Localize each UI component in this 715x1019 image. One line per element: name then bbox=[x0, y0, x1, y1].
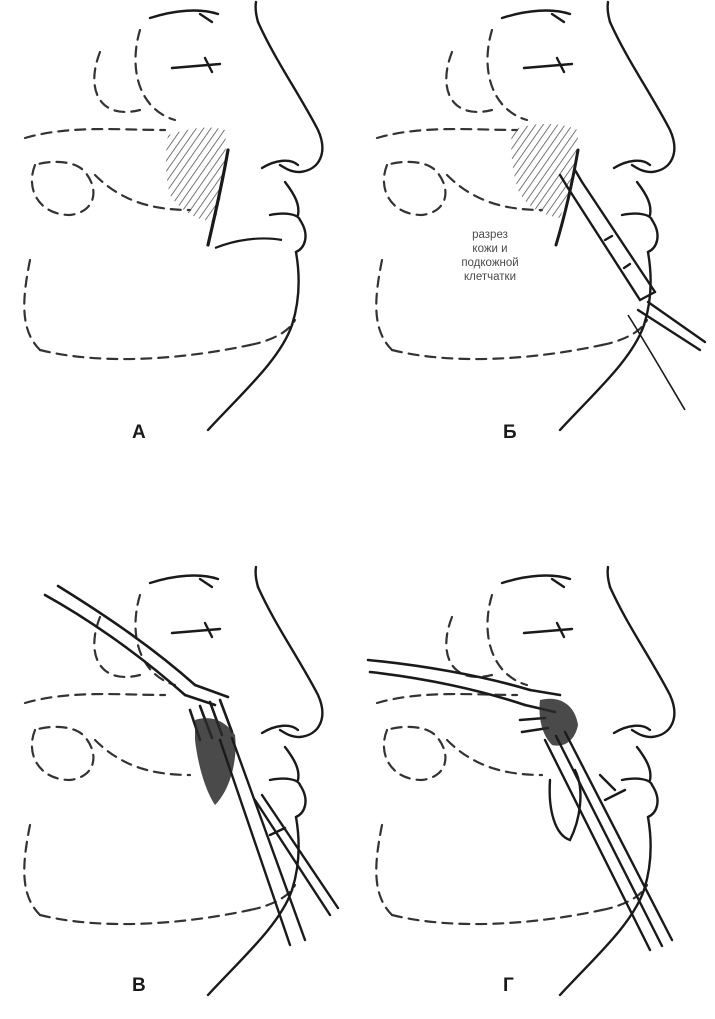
panel-v-label: В bbox=[132, 975, 146, 997]
annotation-line-3: подкожной bbox=[445, 256, 535, 270]
panel-b-label: Б bbox=[503, 422, 517, 444]
panel-b bbox=[376, 2, 705, 430]
panel-g-label: Г bbox=[503, 975, 514, 997]
annotation-line-2: кожи и bbox=[445, 242, 535, 256]
panel-a-label: А bbox=[132, 422, 146, 444]
panel-g bbox=[368, 567, 674, 995]
panel-v bbox=[24, 567, 338, 995]
annotation-line-1: разрез bbox=[445, 228, 535, 242]
panel-a bbox=[24, 2, 322, 430]
annotation-line-4: клетчатки bbox=[445, 270, 535, 284]
incision-annotation: разрез кожи и подкожной клетчатки bbox=[445, 228, 535, 284]
